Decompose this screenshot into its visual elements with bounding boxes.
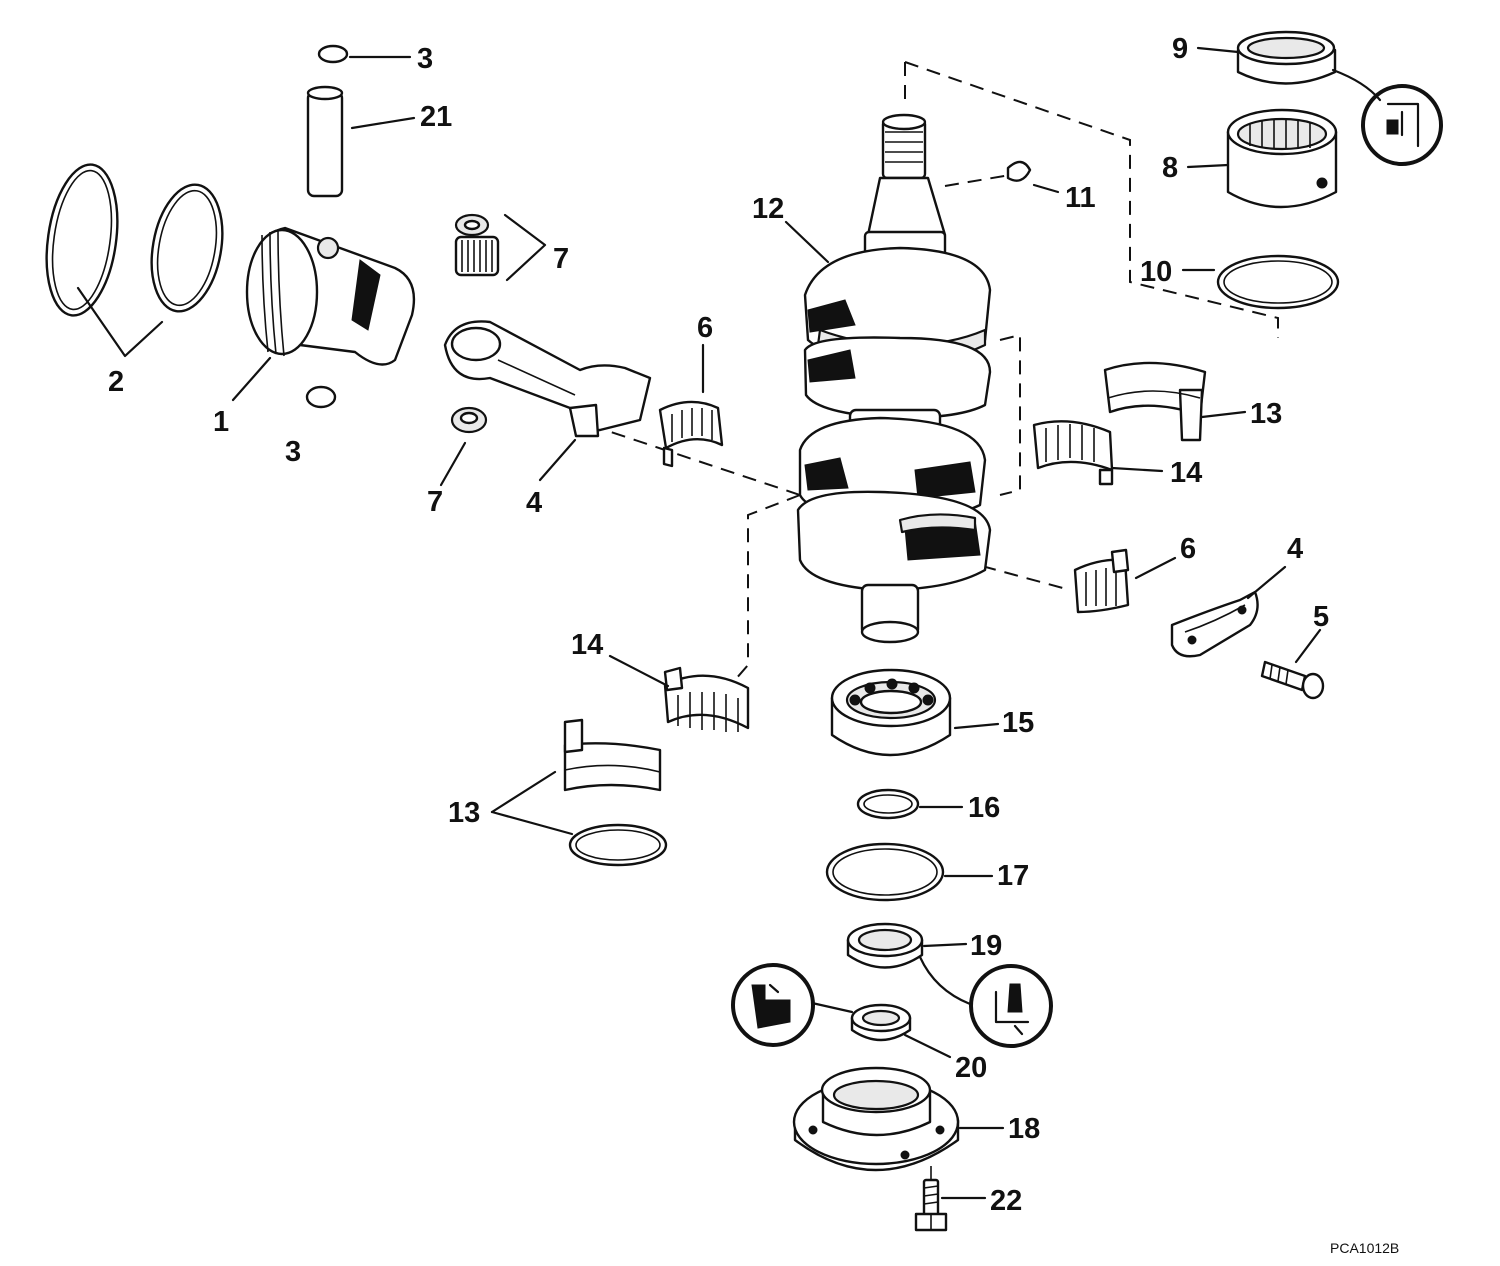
woodruff-key [1006, 160, 1032, 182]
sealant-tube-icon-top [1361, 84, 1443, 166]
retaining-rings [305, 44, 349, 409]
callout-15: 15 [1002, 707, 1034, 739]
wrist-pin [306, 85, 344, 198]
callout-13-lower: 13 [448, 797, 480, 829]
callout-4-upper: 4 [526, 487, 542, 519]
wrist-pin-bearing [450, 213, 500, 434]
callout-14-lower: 14 [571, 629, 603, 661]
callout-11: 11 [1065, 182, 1096, 214]
drawing-code: PCA1012B [1330, 1240, 1399, 1256]
callout-7-upper: 7 [553, 243, 569, 275]
callout-7-lower: 7 [427, 486, 443, 518]
rod-cap [1170, 590, 1259, 658]
callout-5: 5 [1313, 601, 1329, 633]
callout-6-upper: 6 [697, 312, 713, 344]
grease-icon-right [969, 964, 1053, 1048]
callout-12: 12 [752, 193, 784, 225]
callout-numbers: 3 21 9 8 11 12 7 10 2 1 3 6 13 14 7 4 6 … [108, 33, 1329, 1217]
housing-screw [914, 1166, 948, 1232]
lower-seal-inner [850, 1003, 912, 1042]
rod-bearing-cage-upper [658, 400, 724, 468]
lower-ball-bearing [830, 668, 952, 757]
callout-18: 18 [1008, 1113, 1040, 1145]
callout-20: 20 [955, 1052, 987, 1084]
center-bearing-cage-lower [663, 666, 750, 732]
callout-10: 10 [1140, 256, 1172, 288]
callout-9: 9 [1172, 33, 1188, 65]
center-bearing-race-upper [1103, 361, 1207, 442]
badge-leader-lines [810, 68, 1382, 1014]
callout-1: 1 [213, 406, 229, 438]
rod-bearing-cage-lower [1073, 548, 1130, 614]
lower-o-ring [825, 842, 945, 902]
callout-14-upper: 14 [1170, 457, 1202, 489]
upper-main-bearing [1226, 108, 1338, 209]
callout-3-lower: 3 [285, 436, 301, 468]
crankshaft [796, 113, 992, 644]
lower-seal-outer [846, 922, 924, 969]
upper-seal [1236, 30, 1337, 85]
callout-leader-lines [76, 46, 1322, 1200]
callout-21: 21 [420, 101, 452, 133]
rod-cap-screw [1260, 660, 1325, 700]
callout-8: 8 [1162, 152, 1178, 184]
callout-2: 2 [108, 366, 124, 398]
piston-rings [45, 163, 224, 317]
callout-19: 19 [970, 930, 1002, 962]
piston [245, 226, 416, 366]
connecting-rod [443, 320, 652, 438]
sealant-tube-icon-left [731, 963, 815, 1047]
callout-13-upper: 13 [1250, 398, 1282, 430]
callout-16: 16 [968, 792, 1000, 824]
callout-17: 17 [997, 860, 1029, 892]
callout-22: 22 [990, 1185, 1022, 1217]
center-bearing-race-lower [563, 718, 668, 867]
assembly-guide-lines [589, 61, 1279, 681]
upper-o-ring [1216, 254, 1340, 310]
callout-6-lower: 6 [1180, 533, 1196, 565]
callout-3-upper: 3 [417, 43, 433, 75]
lower-bearing-housing [792, 1066, 960, 1172]
lower-retaining-ring [856, 788, 920, 820]
center-bearing-cage-upper [1032, 420, 1114, 486]
callout-4-lower: 4 [1287, 533, 1303, 565]
